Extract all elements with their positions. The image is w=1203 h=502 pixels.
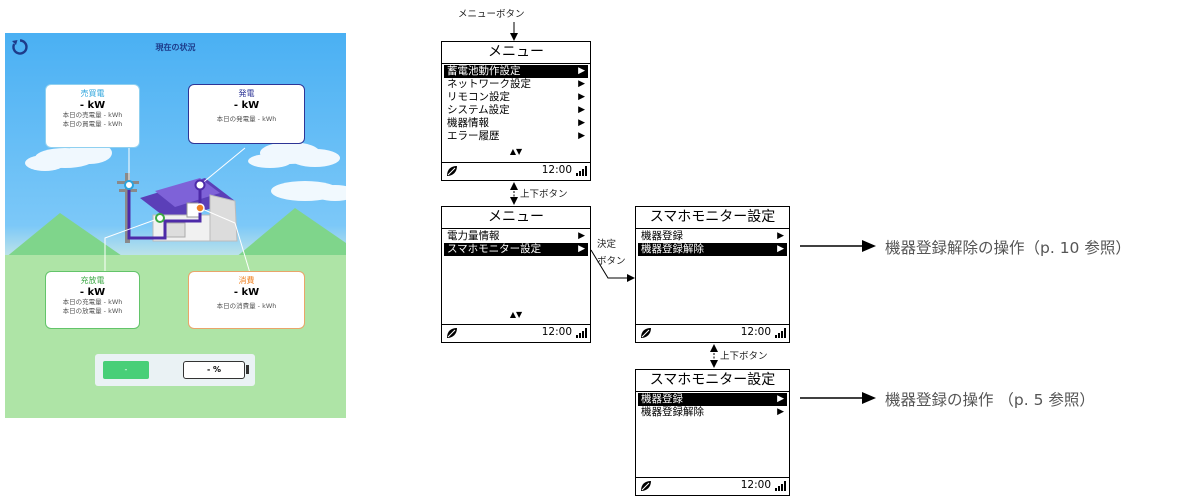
card-value: - kW: [233, 287, 260, 298]
card-line: 本日の消費量 - kWh: [216, 302, 277, 310]
smartphone-monitor-screen-unregister: スマホモニター設定 機器登録▶ 機器登録解除▶ 12:00: [635, 206, 790, 343]
card-heading: 消費: [238, 276, 255, 285]
arrow-right-icon: ▶: [578, 105, 585, 115]
card-line: 本日の買電量 - kWh: [62, 120, 123, 128]
arrow-right-icon: ▶: [578, 66, 585, 76]
battery-tip: [246, 365, 249, 374]
menu-item-energy-info[interactable]: 電力量情報▶: [447, 230, 585, 242]
status-bar: 12:00: [442, 162, 590, 180]
leaf-icon: [447, 328, 457, 338]
screen-title: メニュー: [442, 207, 590, 229]
menu-list: 機器登録▶ 機器登録解除▶: [638, 230, 787, 256]
signal-icon: [576, 166, 587, 176]
arrow-right-icon: ▶: [777, 407, 784, 417]
menu-item-error-history[interactable]: エラー履歴▶: [447, 130, 585, 142]
enter-button-label-line2: ボタン: [597, 256, 626, 267]
screen-title: スマホモニター設定: [636, 370, 789, 392]
arrow-right-icon: ▶: [578, 131, 585, 141]
menu-item-unregister[interactable]: 機器登録解除▶: [638, 243, 787, 256]
clock: 12:00: [541, 326, 572, 338]
sell-buy-power-card: 売買電 - kW 本日の売電量 - kWh 本日の買電量 - kWh: [45, 84, 140, 148]
menu-item-register[interactable]: 機器登録▶: [641, 230, 784, 242]
register-reference: 機器登録の操作 （p. 5 参照）: [885, 391, 1095, 409]
leaf-icon: [447, 166, 457, 176]
clock: 12:00: [541, 164, 572, 176]
arrow-right-icon: ▶: [578, 79, 585, 89]
status-bar: 12:00: [442, 324, 590, 342]
card-line: 本日の充電量 - kWh: [62, 298, 123, 306]
menu-list: 蓄電池動作設定▶ ネットワーク設定▶ リモコン設定▶ システム設定▶ 機器情報▶…: [444, 65, 588, 143]
generation-card: 発電 - kW 本日の発電量 - kWh: [188, 84, 305, 144]
menu-item-network-settings[interactable]: ネットワーク設定▶: [447, 78, 585, 90]
card-line: 本日の売電量 - kWh: [62, 111, 123, 119]
remote-menu-screen: メニュー 蓄電池動作設定▶ ネットワーク設定▶ リモコン設定▶ システム設定▶ …: [441, 41, 591, 181]
menu-item-remote-settings[interactable]: リモコン設定▶: [447, 91, 585, 103]
scroll-updown-icon: ▲▼: [509, 310, 523, 319]
app-status-screen: 現在の状況 売買電 - kW 本日の: [5, 33, 346, 418]
menu-list: 電力量情報▶ スマホモニター設定▶: [444, 230, 588, 256]
clock: 12:00: [740, 326, 771, 338]
arrow-right-icon: ▶: [578, 92, 585, 102]
arrow-right-icon: ▶: [777, 231, 784, 241]
battery-percent: - %: [183, 361, 245, 379]
leaf-icon: [641, 328, 651, 338]
updown-button-label: 上下ボタン: [720, 351, 768, 362]
menu-button-label: メニューボタン: [458, 9, 525, 20]
menu-item-smartphone-monitor[interactable]: スマホモニター設定▶: [444, 243, 588, 256]
card-heading: 売買電: [80, 89, 105, 98]
card-value: - kW: [233, 100, 260, 111]
signal-icon: [775, 328, 786, 338]
signal-icon: [775, 481, 786, 491]
battery-level-bar: -: [103, 361, 149, 379]
screen-title: スマホモニター設定: [636, 207, 789, 229]
menu-list: 機器登録▶ 機器登録解除▶: [638, 393, 787, 419]
menu-item-register[interactable]: 機器登録▶: [638, 393, 787, 406]
remote-menu-screen-page2: メニュー 電力量情報▶ スマホモニター設定▶ ▲▼ 12:00: [441, 206, 591, 343]
arrow-right-icon: ▶: [777, 244, 784, 254]
menu-item-device-info[interactable]: 機器情報▶: [447, 117, 585, 129]
arrow-right-icon: ▶: [777, 394, 784, 404]
clock: 12:00: [740, 479, 771, 491]
status-bar: 12:00: [636, 324, 789, 342]
consumption-card: 消費 - kW 本日の消費量 - kWh: [188, 271, 305, 329]
scroll-updown-icon: ▲▼: [509, 147, 523, 156]
battery-gauge: - - %: [95, 354, 255, 386]
card-value: - kW: [79, 100, 106, 111]
unregister-reference: 機器登録解除の操作（p. 10 参照）: [885, 239, 1131, 257]
card-heading: 発電: [238, 89, 255, 98]
status-bar: 12:00: [636, 477, 789, 495]
charge-discharge-card: 充放電 - kW 本日の充電量 - kWh 本日の放電量 - kWh: [45, 271, 140, 329]
signal-icon: [576, 328, 587, 338]
leaf-icon: [641, 481, 651, 491]
enter-button-label-line1: 決定: [597, 239, 617, 250]
refresh-icon[interactable]: [11, 38, 29, 56]
menu-item-unregister[interactable]: 機器登録解除▶: [641, 406, 784, 418]
arrow-right-icon: ▶: [578, 118, 585, 128]
card-line: 本日の放電量 - kWh: [62, 307, 123, 315]
arrow-right-icon: ▶: [578, 244, 585, 254]
card-line: 本日の発電量 - kWh: [216, 115, 277, 123]
arrow-right-icon: ▶: [578, 231, 585, 241]
updown-button-label: 上下ボタン: [520, 189, 568, 200]
smartphone-monitor-screen-register: スマホモニター設定 機器登録▶ 機器登録解除▶ 12:00: [635, 369, 790, 496]
card-heading: 充放電: [80, 276, 105, 285]
screen-title: メニュー: [442, 42, 590, 64]
menu-item-battery-settings[interactable]: 蓄電池動作設定▶: [444, 65, 588, 78]
card-value: - kW: [79, 287, 106, 298]
app-title: 現在の状況: [155, 43, 196, 52]
menu-item-system-settings[interactable]: システム設定▶: [447, 104, 585, 116]
